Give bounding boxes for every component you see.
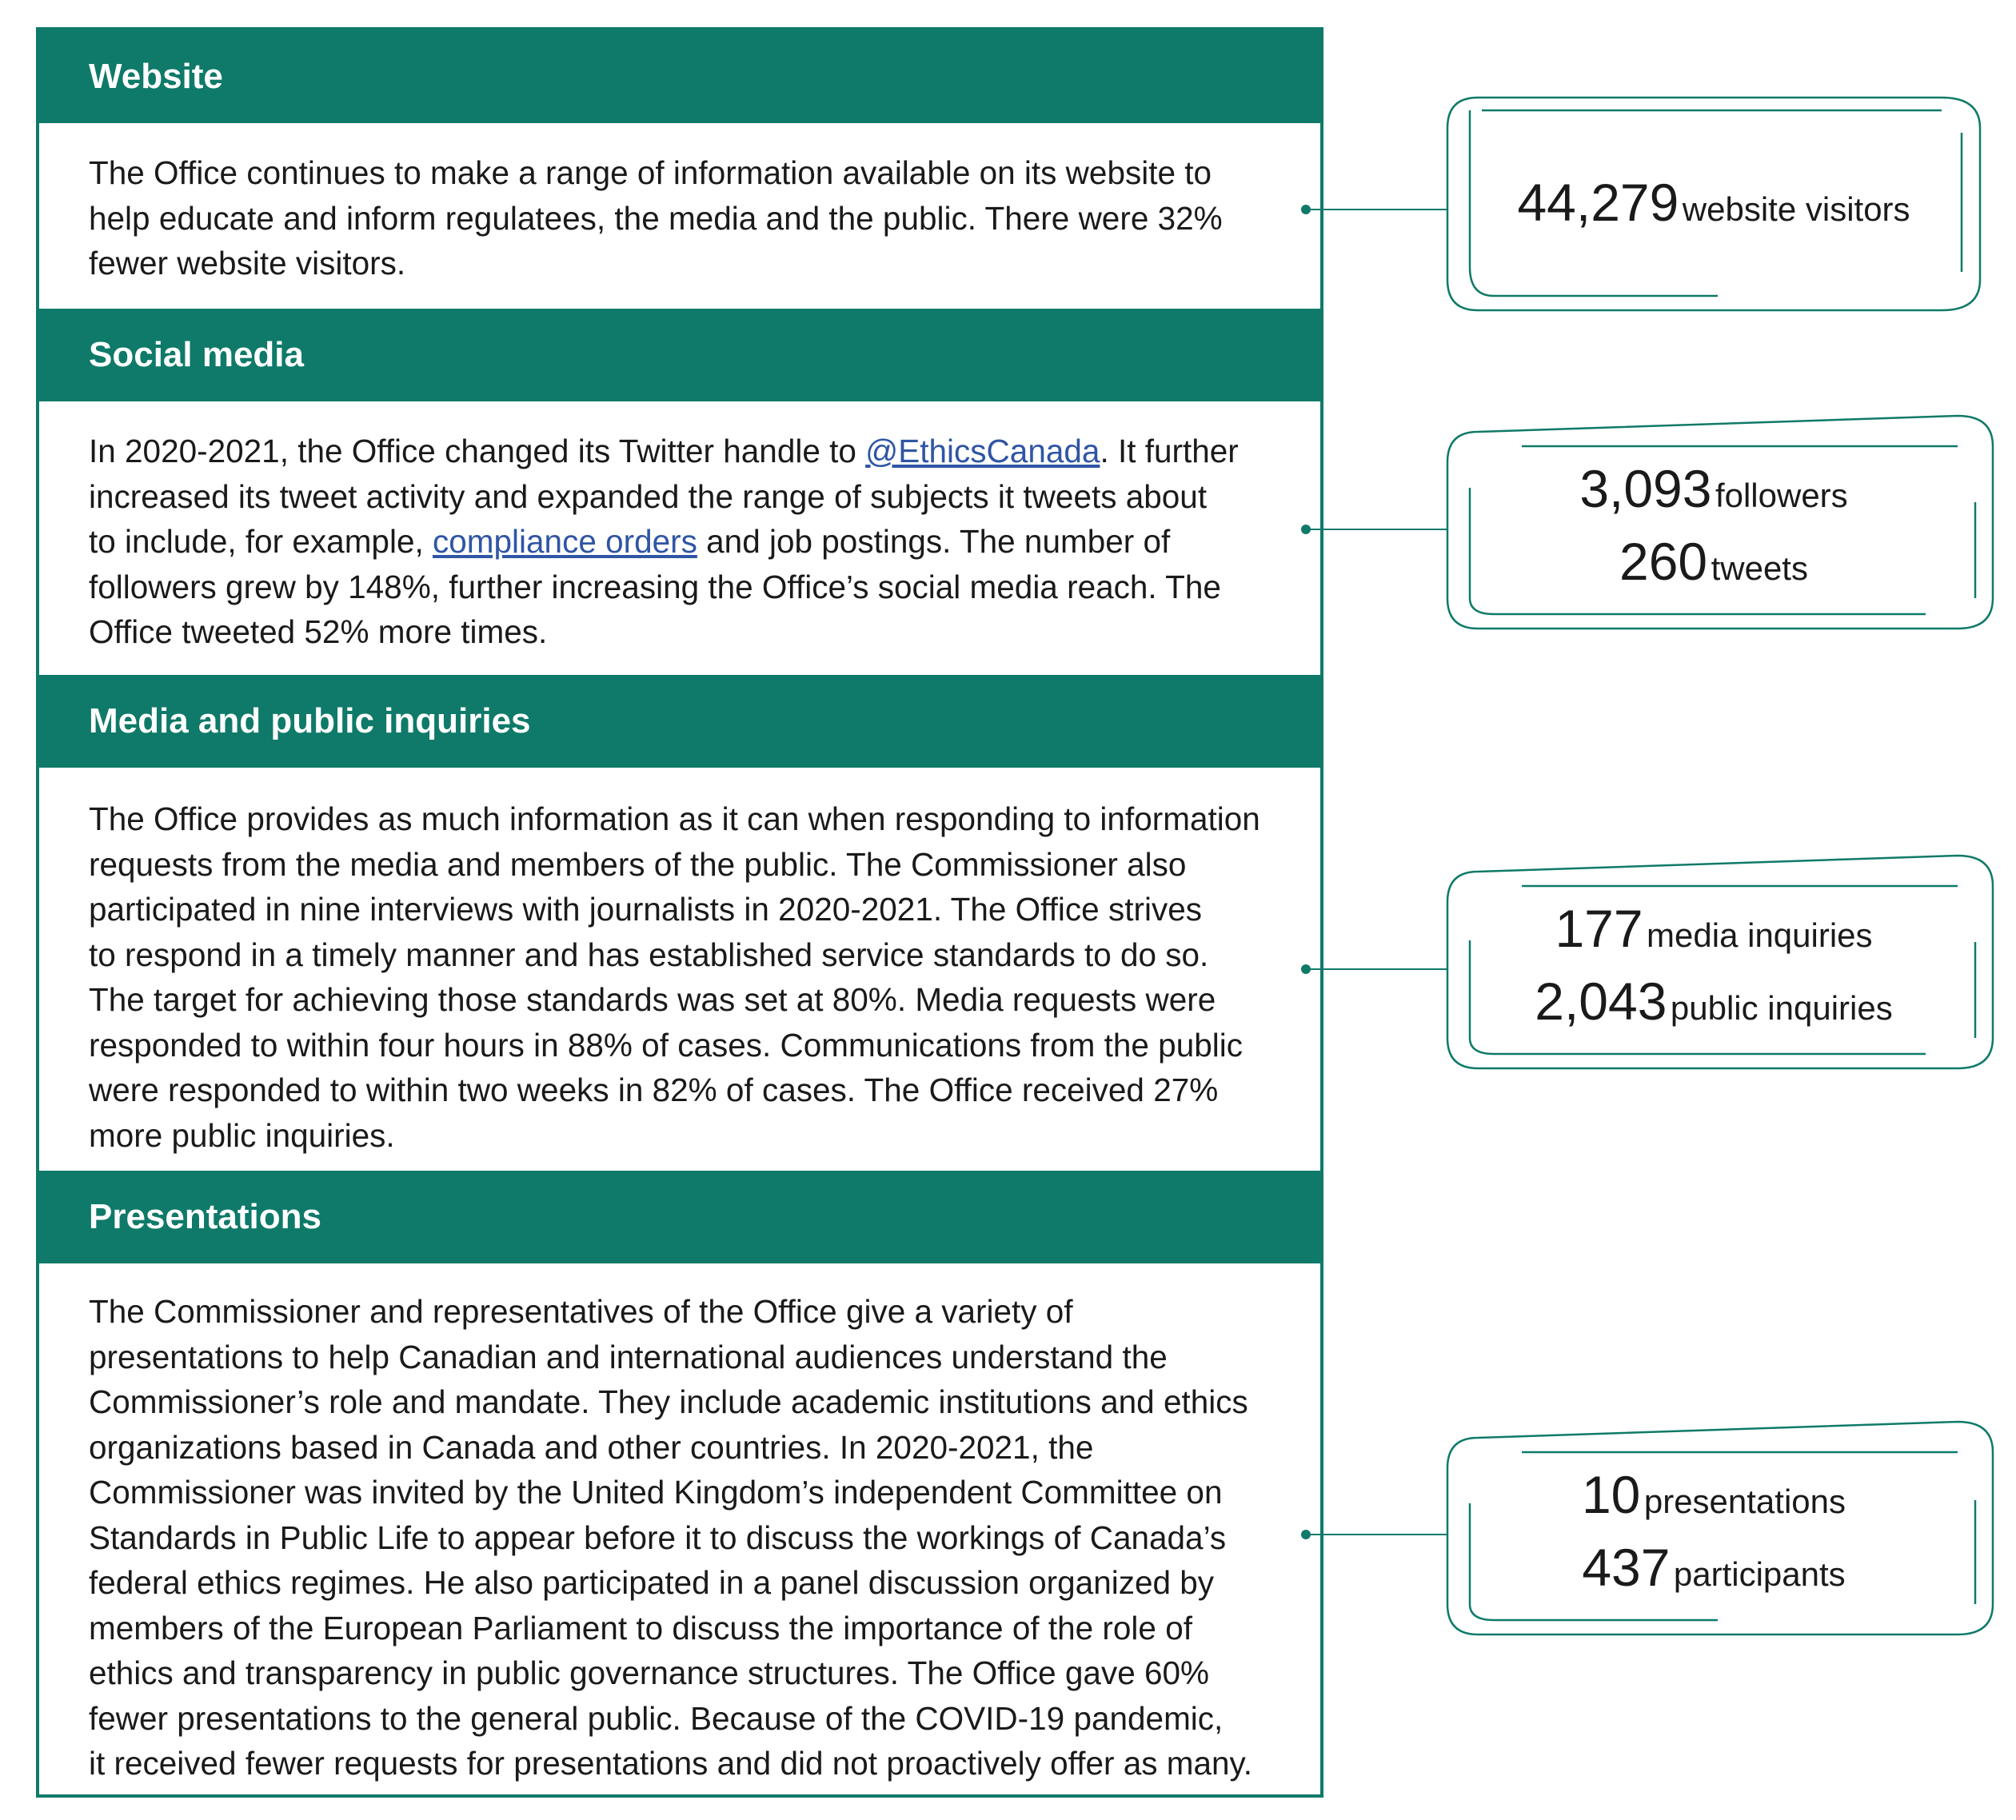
body-line: responded to within four hours in 88% of…: [89, 1026, 1243, 1064]
body-line: Standards in Public Life to appear befor…: [89, 1519, 1227, 1556]
body-text: and job postings. The number of: [697, 523, 1171, 560]
stat-number: 3,093: [1579, 459, 1712, 518]
body-line: to respond in a timely manner and has es…: [89, 936, 1209, 973]
stat-box-social-media: 3,093 followers 260 tweets: [1446, 414, 1994, 630]
body-line: fewer presentations to the general publi…: [89, 1699, 1224, 1737]
section-title: Social media: [89, 335, 305, 374]
section-title: Presentations: [89, 1197, 321, 1236]
stat-label: presentations: [1643, 1483, 1846, 1520]
stat-box-frame: [1446, 96, 1982, 312]
section-body-presentations: The Commissioner and representatives of …: [89, 1289, 1328, 1786]
body-line: members of the European Parliament to di…: [89, 1609, 1192, 1646]
section-header-social-media: Social media: [39, 309, 1320, 401]
connector-dot: [1301, 1530, 1311, 1539]
stat-number: 10: [1581, 1465, 1641, 1524]
body-text: to include, for example,: [89, 523, 433, 560]
section-body-media-inquiries: The Office provides as much information …: [89, 796, 1328, 1158]
connector-line: [1307, 209, 1447, 210]
body-line: more public inquiries.: [89, 1116, 395, 1154]
body-line: participated in nine interviews with jou…: [89, 891, 1202, 928]
stat-label: participants: [1673, 1555, 1846, 1593]
section-title: Media and public inquiries: [89, 701, 531, 740]
stat-box-presentations: 10 presentations 437 participants: [1446, 1420, 1994, 1636]
body-line: fewer website visitors.: [89, 245, 406, 281]
section-body-social-media: In 2020-2021, the Office changed its Twi…: [89, 429, 1328, 655]
stat-number: 2,043: [1535, 972, 1667, 1031]
stat-number: 44,279: [1517, 173, 1679, 232]
body-line: followers grew by 148%, further increasi…: [89, 568, 1221, 605]
body-text: In 2020-2021, the Office changed its Twi…: [89, 433, 866, 469]
connector-dot: [1301, 964, 1311, 974]
connector-dot: [1301, 205, 1311, 214]
stat-label: website visitors: [1682, 190, 1910, 228]
compliance-orders-link[interactable]: compliance orders: [432, 523, 697, 560]
connector-line: [1307, 968, 1447, 970]
stat-number: 177: [1555, 899, 1643, 958]
body-line: it received fewer requests for presentat…: [89, 1745, 1253, 1782]
body-line: The target for achieving those standards…: [89, 981, 1216, 1018]
connector-dot: [1301, 525, 1311, 534]
body-line: Office tweeted 52% more times.: [89, 613, 548, 650]
ethics-canada-link[interactable]: @EthicsCanada: [865, 433, 1100, 469]
stat-box-frame: [1446, 1420, 1994, 1636]
body-line: Commissioner’s role and mandate. They in…: [89, 1383, 1248, 1420]
body-line: The Commissioner and representatives of …: [89, 1293, 1073, 1330]
stat-row: 437 participants: [1446, 1537, 1982, 1598]
section-header-website: Website: [39, 30, 1320, 123]
stat-row: 10 presentations: [1446, 1464, 1982, 1525]
section-header-media-inquiries: Media and public inquiries: [39, 675, 1320, 768]
info-panel: Website The Office continues to make a r…: [36, 27, 1323, 1798]
stat-row: 3,093 followers: [1446, 458, 1982, 519]
body-line: organizations based in Canada and other …: [89, 1428, 1094, 1466]
body-line: ethics and transparency in public govern…: [89, 1654, 1210, 1691]
stat-row: 2,043 public inquiries: [1446, 971, 1982, 1032]
body-line: to include, for example, compliance orde…: [89, 519, 1328, 565]
connector-line: [1307, 529, 1447, 530]
stat-label: public inquiries: [1670, 989, 1893, 1027]
body-line: federal ethics regimes. He also particip…: [89, 1564, 1215, 1601]
stat-box-website: 44,279 website visitors: [1446, 96, 1982, 312]
body-line: presentations to help Canadian and inter…: [89, 1338, 1168, 1375]
body-line: were responded to within two weeks in 82…: [89, 1072, 1219, 1108]
stat-label: tweets: [1711, 549, 1808, 587]
stat-box-frame: [1446, 414, 1994, 630]
stat-box-frame: [1446, 854, 1994, 1070]
body-line: In 2020-2021, the Office changed its Twi…: [89, 429, 1328, 474]
body-line: increased its tweet activity and expande…: [89, 477, 1208, 515]
stat-label: followers: [1715, 477, 1848, 514]
stat-row: 44,279 website visitors: [1446, 172, 1982, 233]
section-title: Website: [89, 57, 223, 96]
stat-box-inquiries: 177 media inquiries 2,043 public inquiri…: [1446, 854, 1994, 1070]
body-text: . It further: [1100, 433, 1239, 469]
section-body-website: The Office continues to make a range of …: [89, 150, 1328, 286]
stat-number: 260: [1619, 532, 1708, 591]
body-line: The Office provides as much information …: [89, 800, 1260, 837]
stat-row: 177 media inquiries: [1446, 898, 1982, 959]
connector-line: [1307, 1534, 1447, 1535]
stat-label: media inquiries: [1647, 916, 1873, 954]
stat-number: 437: [1582, 1538, 1671, 1597]
section-header-presentations: Presentations: [39, 1171, 1320, 1263]
body-line: Commissioner was invited by the United K…: [89, 1474, 1223, 1511]
body-line: help educate and inform regulatees, the …: [89, 199, 1223, 237]
stat-row: 260 tweets: [1446, 531, 1982, 592]
body-line: The Office continues to make a range of …: [89, 154, 1212, 191]
body-line: requests from the media and members of t…: [89, 845, 1187, 883]
